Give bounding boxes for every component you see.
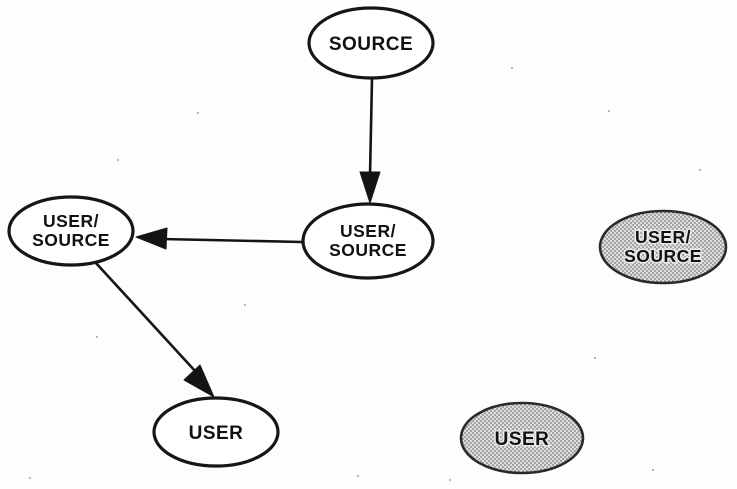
node-label: SOURCE [329, 34, 413, 55]
arrowhead-down-icon [359, 171, 381, 204]
node-user-source-left: USER/ SOURCE [7, 195, 135, 267]
node-user-right-shaded: USER [459, 401, 585, 475]
arrowhead-downright-icon [183, 364, 215, 398]
edge-line [161, 237, 303, 244]
node-label-line1: USER/ [635, 227, 691, 247]
node-source-top: SOURCE [307, 6, 435, 80]
node-label-line1: USER/ [43, 211, 99, 231]
node-ellipse-shaded [459, 401, 585, 475]
edge-usersource-left-to-user [94, 261, 215, 398]
edge-line [94, 261, 197, 373]
node-label-line2: SOURCE [624, 246, 702, 266]
arrowhead-left-icon [135, 227, 168, 250]
node-label: USER [189, 423, 244, 444]
node-ellipse [7, 195, 135, 267]
node-user-left: USER [152, 396, 280, 468]
node-label-line2: SOURCE [329, 240, 407, 260]
edge-usersource-center-to-usersource-left [135, 227, 303, 250]
node-user-source-center: USER/ SOURCE [301, 202, 435, 280]
edge-line [368, 78, 374, 177]
node-label: USER [495, 429, 550, 450]
node-label-line1: USER/ [340, 221, 396, 241]
node-user-source-right-shaded: USER/ SOURCE [598, 209, 728, 285]
node-ellipse [307, 6, 435, 80]
node-ellipse [152, 396, 280, 468]
node-ellipse [301, 202, 435, 280]
node-label-line2: SOURCE [32, 230, 110, 250]
node-ellipse-shaded [598, 209, 728, 285]
edge-source-to-usersource-center [359, 78, 381, 204]
scan-noise-specks [29, 67, 701, 481]
